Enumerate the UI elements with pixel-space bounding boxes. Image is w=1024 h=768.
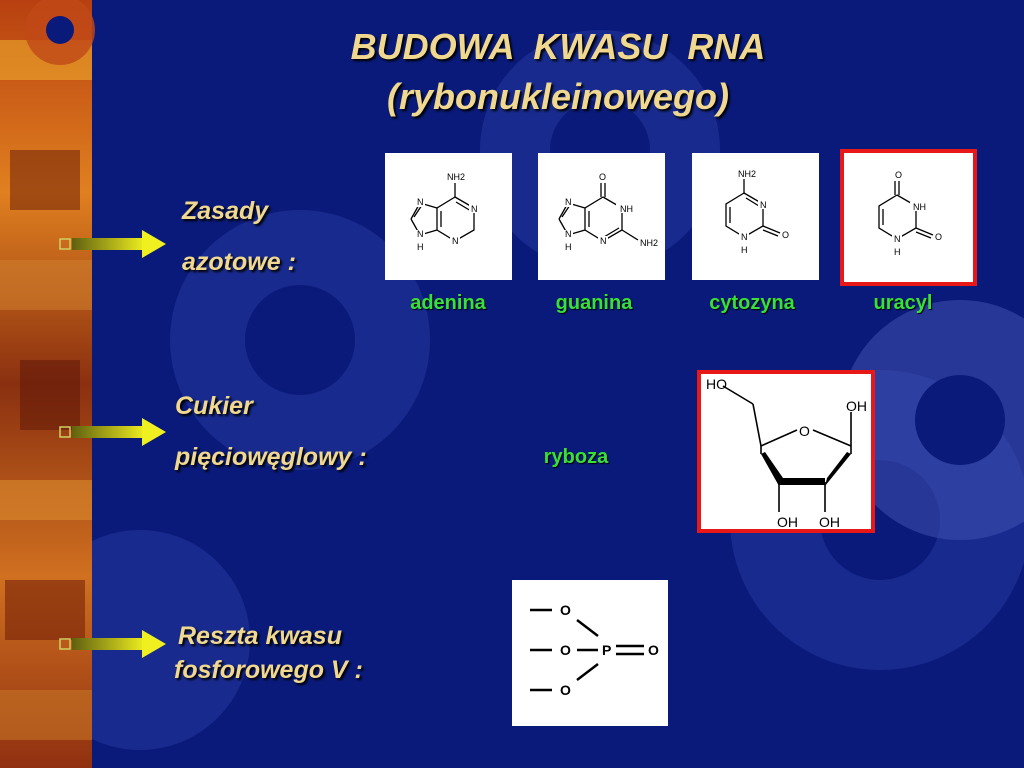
svg-text:H: H	[417, 242, 424, 252]
sugar-label-line1: Cukier	[175, 392, 253, 420]
slide-subtitle: (rybonukleinowego)	[387, 76, 729, 117]
svg-text:O: O	[648, 642, 659, 658]
svg-text:N: N	[741, 232, 748, 242]
svg-text:O: O	[895, 170, 902, 180]
svg-text:O: O	[782, 230, 789, 240]
svg-text:NH2: NH2	[447, 172, 465, 182]
sugar-label-line2: pięciowęglowy :	[175, 443, 367, 471]
svg-text:NH2: NH2	[738, 169, 756, 179]
svg-text:N: N	[417, 197, 424, 207]
arrow-icon	[59, 418, 166, 446]
svg-text:NH: NH	[913, 202, 926, 212]
phosphate-label-line1: Reszta kwasu	[178, 622, 342, 650]
svg-text:OH: OH	[777, 514, 798, 529]
svg-text:N: N	[417, 229, 424, 239]
svg-text:N: N	[565, 229, 572, 239]
svg-text:O: O	[599, 172, 606, 182]
svg-text:O: O	[560, 602, 571, 618]
phosphate-structure: O O O P O	[512, 580, 668, 726]
base-name-cytosine: cytozyna	[709, 292, 795, 314]
svg-text:P: P	[602, 642, 611, 658]
adenine-structure: NH2 N N N N H	[385, 153, 512, 280]
svg-text:N: N	[760, 200, 767, 210]
svg-text:H: H	[894, 247, 901, 257]
base-name-guanine: guanina	[555, 292, 633, 314]
arrow-icon	[59, 630, 166, 658]
svg-text:N: N	[600, 236, 607, 246]
svg-text:N: N	[452, 236, 459, 246]
svg-text:NH2: NH2	[640, 238, 658, 248]
bases-label-line1: Zasady	[182, 197, 269, 225]
svg-text:H: H	[565, 242, 572, 252]
svg-text:N: N	[471, 204, 478, 214]
svg-text:O: O	[935, 232, 942, 242]
slide-title: BUDOWA KWASU RNA	[350, 26, 766, 67]
bases-label-line2: azotowe :	[182, 248, 296, 276]
svg-text:OH: OH	[846, 398, 867, 414]
base-name-uracil: uracyl	[873, 292, 933, 314]
cytosine-structure: NH2 N N H O	[692, 153, 819, 280]
ribose-structure: HO OH O OH OH	[697, 370, 875, 533]
svg-text:N: N	[565, 197, 572, 207]
svg-text:O: O	[799, 423, 810, 439]
svg-text:H: H	[741, 245, 748, 255]
svg-text:N: N	[894, 234, 901, 244]
phosphate-label-line2: fosforowego V :	[174, 656, 363, 684]
svg-text:OH: OH	[819, 514, 840, 529]
sugar-name: ryboza	[543, 446, 609, 468]
svg-text:HO: HO	[706, 376, 727, 392]
uracil-structure: O NH N H O	[840, 149, 977, 286]
svg-text:O: O	[560, 642, 571, 658]
arrow-icon	[59, 230, 166, 258]
svg-text:NH: NH	[620, 204, 633, 214]
guanine-structure: O NH N N N H NH2	[538, 153, 665, 280]
svg-text:O: O	[560, 682, 571, 698]
base-name-adenine: adenina	[410, 292, 486, 314]
